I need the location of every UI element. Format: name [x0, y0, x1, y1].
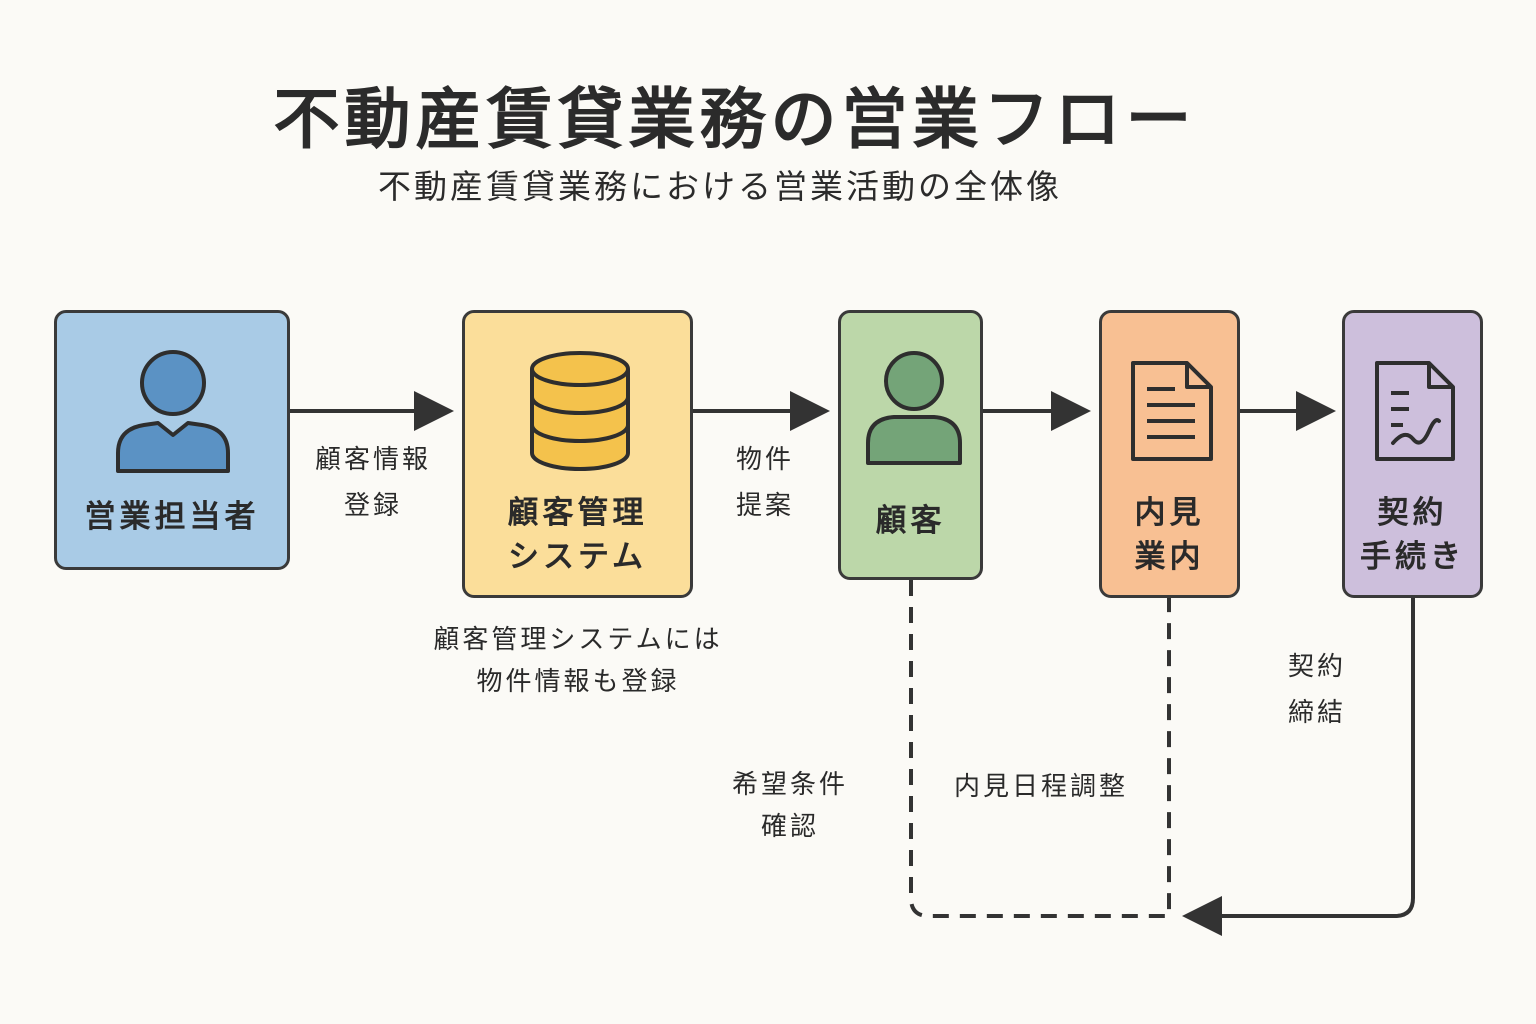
- person-icon: [866, 351, 962, 465]
- edge-label-schedule: 内見日程調整: [953, 772, 1128, 802]
- node-contract: 契約 手続き: [1342, 310, 1483, 598]
- node-label: 営業担当者: [84, 499, 260, 535]
- node-sales-rep: 営業担当者: [54, 310, 290, 570]
- crm-note: 顧客管理システムには 物件情報も登録: [433, 625, 723, 697]
- edge-label-signing: 契約 締結: [1287, 652, 1346, 728]
- node-crm: 顧客管理 システム: [462, 310, 693, 598]
- node-label: 内見 業内: [1134, 495, 1205, 575]
- node-label: 契約 手続き: [1360, 495, 1465, 575]
- document-icon: [1131, 361, 1213, 461]
- person-icon: [116, 350, 230, 473]
- edge-label-propose: 物件 提案: [735, 445, 794, 521]
- node-label: 顧客: [875, 503, 946, 539]
- contract-document-icon: [1375, 361, 1455, 461]
- node-viewing: 内見 業内: [1099, 310, 1240, 598]
- return-arrow-contract: [1182, 598, 1415, 936]
- page-title: 不動産賃貸業務の営業フロー: [273, 81, 1197, 158]
- dashed-loop-path: [909, 580, 1171, 918]
- edge-label-conditions: 希望条件 確認: [731, 770, 848, 842]
- database-icon: [530, 351, 630, 471]
- node-label: 顧客管理 システム: [507, 495, 648, 575]
- edge-label-register: 顧客情報 登録: [314, 445, 431, 521]
- node-customer: 顧客: [838, 310, 983, 580]
- page-subtitle: 不動産賃貸業務における営業活動の全体像: [378, 167, 1062, 206]
